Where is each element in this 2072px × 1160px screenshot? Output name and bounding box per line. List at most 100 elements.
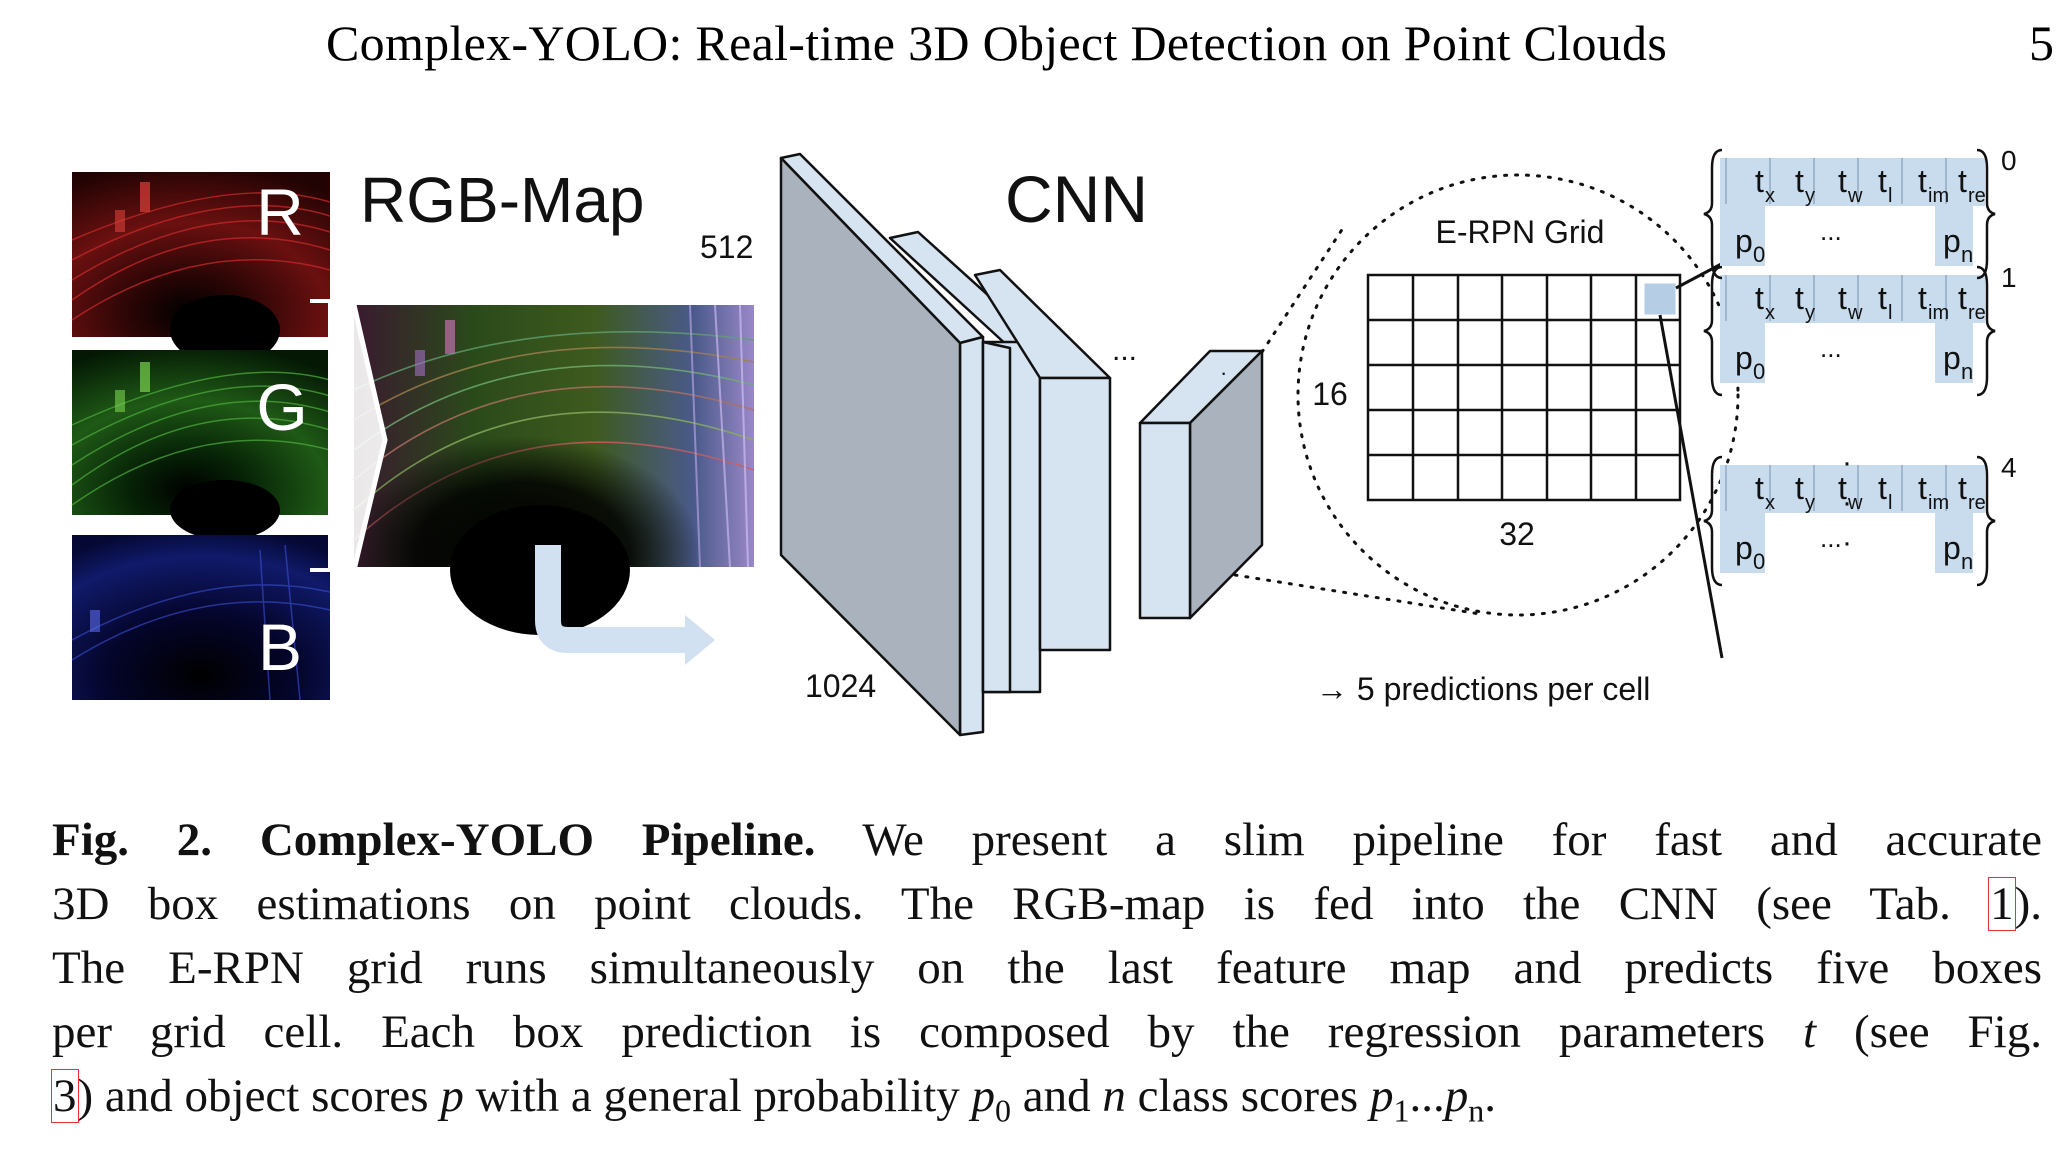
score-subscript: 0	[1753, 242, 1765, 267]
box-index-label: 0	[2001, 145, 2017, 176]
score-subscript: 0	[1753, 359, 1765, 384]
score-label: p	[1943, 223, 1961, 259]
score-label: p	[1735, 223, 1753, 259]
param-subscript: l	[1888, 185, 1892, 207]
param-subscript: y	[1805, 492, 1815, 514]
prediction-block	[1720, 465, 1985, 573]
pipeline-diagram: R G B RGB-Map 512	[71, 145, 2017, 737]
param-subscript: re	[1968, 185, 1986, 207]
page-header: Complex-YOLO: Real-time 3D Object Detect…	[0, 14, 2072, 74]
score-subscript: n	[1961, 359, 1973, 384]
param-subscript: l	[1888, 302, 1892, 324]
left-brace	[1703, 265, 1723, 397]
param-label: t	[1795, 163, 1804, 199]
channel-label-g: G	[256, 370, 307, 444]
running-title: Complex-YOLO: Real-time 3D Object Detect…	[326, 15, 1668, 71]
param-subscript: w	[1847, 185, 1863, 207]
svg-text:·: ·	[1842, 486, 1852, 519]
caption-line-1: Fig. 2. Complex-YOLO Pipeline. We presen…	[52, 814, 2043, 866]
merge-chevron	[351, 304, 388, 571]
channel-map-r	[71, 172, 331, 365]
param-subscript: im	[1928, 302, 1949, 324]
param-label: t	[1918, 163, 1927, 199]
param-label: t	[1838, 470, 1847, 506]
erpn-grid	[1366, 273, 1682, 502]
dim-1024-label: 1024	[805, 668, 876, 704]
box-index-label: 1	[2001, 262, 2017, 293]
prediction-box-1: ...1	[1703, 262, 2017, 397]
param-subscript: x	[1765, 302, 1775, 324]
right-brace	[1976, 148, 1996, 280]
score-label: p	[1735, 340, 1753, 376]
figure-caption: Fig. 2. Complex-YOLO Pipeline. We presen…	[51, 808, 2043, 1142]
caption-fig-label: Fig. 2.	[52, 814, 213, 866]
pipeline-figure: R G B RGB-Map 512	[0, 140, 2072, 760]
param-label: t	[1838, 163, 1847, 199]
param-label: t	[1838, 280, 1847, 316]
score-ellipsis: ...	[1820, 216, 1842, 246]
cnn-layer-1	[779, 152, 985, 737]
caption-line-3: The E-RPN grid runs simultaneously on th…	[52, 942, 2042, 994]
param-label: t	[1958, 470, 1967, 506]
svg-text:·: ·	[1842, 446, 1852, 479]
param-label: t	[1878, 280, 1887, 316]
channel-label-b: B	[258, 610, 302, 684]
param-label: t	[1958, 280, 1967, 316]
cell-link-bottom	[1658, 314, 1724, 659]
param-subscript: im	[1928, 492, 1949, 514]
score-label: p	[1943, 530, 1961, 566]
last-layer-dots: ·	[1220, 360, 1227, 385]
feed-arrow-head	[685, 615, 715, 665]
box-index-label: 4	[2001, 452, 2017, 483]
param-subscript: l	[1888, 492, 1892, 514]
predictions-note: → 5 predictions per cell	[1316, 671, 1650, 707]
dim-512-label: 512	[700, 229, 753, 265]
param-label: t	[1755, 280, 1764, 316]
param-subscript: y	[1805, 185, 1815, 207]
param-subscript: re	[1968, 492, 1986, 514]
param-subscript: w	[1847, 302, 1863, 324]
cnn-layer-2	[888, 230, 1042, 694]
left-brace	[1703, 455, 1723, 587]
rgb-map-image	[353, 304, 755, 635]
grid-cols-label: 32	[1499, 516, 1535, 552]
param-subscript: y	[1805, 302, 1815, 324]
param-label: t	[1795, 470, 1804, 506]
vertical-dots: · · ·	[1842, 446, 1852, 559]
prediction-box-0: ... 0	[1703, 145, 2017, 280]
channel-map-b	[71, 535, 331, 701]
score-label: p	[1735, 530, 1753, 566]
cnn-layer-last	[1138, 349, 1264, 620]
param-label: t	[1958, 163, 1967, 199]
param-subscript: im	[1928, 185, 1949, 207]
param-label: t	[1918, 280, 1927, 316]
channel-map-g	[71, 350, 331, 540]
figure-ref-link[interactable]: 3	[51, 1069, 79, 1123]
caption-line-2: 3D box estimations on point clouds. The …	[52, 877, 2043, 931]
prediction-box-2: ... 4	[1703, 452, 2017, 587]
param-label: t	[1755, 470, 1764, 506]
score-subscript: n	[1961, 242, 1973, 267]
caption-fig-title: Complex-YOLO Pipeline.	[259, 814, 816, 866]
page-number: 5	[2029, 15, 2054, 71]
cnn-layer-3	[973, 268, 1112, 652]
prediction-block	[1720, 158, 1985, 266]
param-subscript: x	[1765, 492, 1775, 514]
table-ref-link[interactable]: 1	[1988, 877, 2016, 931]
grid-rows-label: 16	[1312, 376, 1348, 412]
highlighted-cell	[1643, 282, 1677, 316]
param-subscript: re	[1968, 302, 1986, 324]
score-subscript: 0	[1753, 549, 1765, 574]
caption-line-4: per grid cell. Each box prediction is co…	[52, 1006, 2042, 1058]
prediction-block	[1720, 275, 1985, 383]
merge-bracket	[310, 299, 332, 572]
grid-title: E-RPN Grid	[1436, 214, 1605, 250]
score-ellipsis: ...	[1820, 523, 1842, 553]
param-label: t	[1755, 163, 1764, 199]
cell-link-top	[1675, 260, 1726, 290]
param-label: t	[1878, 163, 1887, 199]
right-brace	[1976, 455, 1996, 587]
zoom-circle	[1296, 173, 1740, 617]
score-subscript: n	[1961, 549, 1973, 574]
left-brace	[1703, 148, 1723, 280]
